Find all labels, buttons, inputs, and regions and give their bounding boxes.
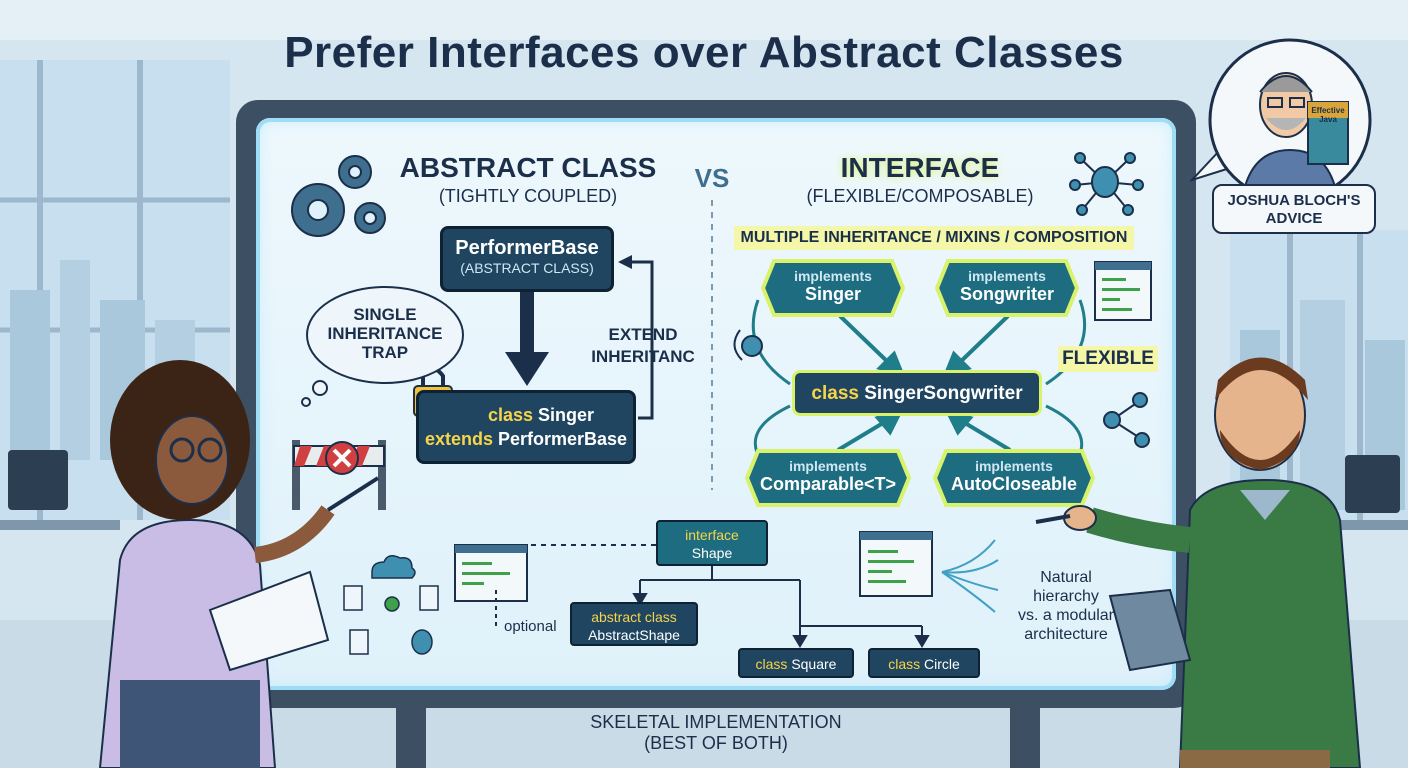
interface-singer: implements Singer [760, 258, 906, 318]
effective-java-book-icon [1307, 101, 1349, 165]
interface-songwriter: implements Songwriter [934, 258, 1080, 318]
optional-label: optional [504, 618, 557, 635]
cloud-line: TRAP [361, 343, 409, 362]
book-title-line: Effective [1311, 106, 1345, 115]
class-keyword: class [888, 656, 921, 672]
bloch-portrait-bubble [1190, 38, 1372, 202]
page-title: Prefer Interfaces over Abstract Classes [284, 28, 1124, 77]
interface-shape-box: interface Shape [656, 520, 768, 566]
cloud-line: SINGLE [353, 305, 417, 324]
interface-name: Comparable<T> [759, 474, 897, 494]
gears-icon [291, 155, 386, 237]
cycle-icon [733, 329, 763, 361]
book-title-line: Java [1319, 115, 1337, 124]
database-network-icon [1069, 152, 1144, 216]
abstract-shape-box: abstract class AbstractShape [570, 602, 698, 646]
extends-target: PerformerBase [497, 429, 628, 449]
note-line: vs. a modular [1017, 607, 1115, 624]
vs-label: VS [694, 163, 730, 193]
caption-line: SKELETAL IMPLEMENTATION [590, 712, 842, 732]
multiple-inheritance-banner: MULTIPLE INHERITANCE / MIXINS / COMPOSIT… [734, 226, 1134, 250]
circle-name: Circle [924, 656, 960, 672]
abstract-class-heading: ABSTRACT CLASS [399, 152, 657, 183]
class-keyword: class [811, 383, 859, 404]
implements-keyword: implements [975, 458, 1053, 474]
flare-icon [941, 539, 999, 613]
abstract-shape-name: AbstractShape [588, 627, 680, 643]
caption-line: (BEST OF BOTH) [644, 733, 788, 753]
performer-base-name: PerformerBase [455, 237, 599, 259]
interface-keyword: interface [685, 527, 739, 543]
performer-base-box: PerformerBase (ABSTRACT CLASS) [440, 226, 614, 292]
circle-class-box: class Circle [868, 648, 980, 678]
thought-cloud [301, 286, 464, 407]
singer-songwriter-name: SingerSongwriter [864, 383, 1023, 404]
interface-autocloseable: implements AutoCloseable [932, 448, 1096, 508]
interface-name: Singer [804, 284, 861, 304]
singer-songwriter-box: class SingerSongwriter [792, 370, 1042, 416]
presenter-man [1035, 357, 1362, 768]
interface-heading: INTERFACE [840, 152, 1000, 183]
barrier-icon [292, 440, 386, 510]
code-window-icon [1094, 261, 1152, 321]
interface-name: AutoCloseable [950, 474, 1078, 494]
extend-inheritance-label: EXTEND INHERITANC [588, 324, 698, 368]
architecture-note: Natural hierarchy vs. a modular architec… [996, 568, 1136, 644]
code-window-icon [454, 544, 528, 602]
square-name: Square [791, 656, 837, 672]
singer-name: Singer [538, 405, 595, 425]
shape-name: Shape [691, 545, 733, 561]
class-keyword: class [487, 405, 533, 425]
cloud-line: INHERITANCE [327, 324, 443, 343]
implements-keyword: implements [968, 268, 1046, 284]
interface-subheading: (FLEXIBLE/COMPOSABLE) [806, 186, 1034, 206]
implements-keyword: implements [794, 268, 872, 284]
flexible-label: FLEXIBLE [1058, 346, 1158, 372]
extends-keyword: extends [424, 429, 493, 449]
data-flow-icon [343, 555, 439, 655]
advice-line: ADVICE [1265, 210, 1323, 227]
inheritance-label: INHERITANC [591, 347, 695, 366]
book-title: Effective Java [1311, 106, 1345, 124]
bloch-advice-label: JOSHUA BLOCH'S ADVICE [1212, 184, 1376, 234]
class-keyword: class [755, 656, 788, 672]
note-line: Natural [1040, 569, 1092, 586]
single-inheritance-trap-text: SINGLE INHERITANCE TRAP [310, 305, 460, 362]
performer-base-note: (ABSTRACT CLASS) [460, 260, 594, 276]
implements-keyword: implements [789, 458, 867, 474]
advice-line: JOSHUA BLOCH'S [1227, 192, 1361, 209]
square-class-box: class Square [738, 648, 854, 678]
note-line: hierarchy [1033, 588, 1099, 605]
singer-class-box: class Singer extends PerformerBase [416, 390, 636, 464]
presenter-woman [98, 360, 380, 768]
code-window-icon [859, 531, 933, 597]
abstract-class-keyword: abstract class [591, 609, 677, 625]
skeletal-caption: SKELETAL IMPLEMENTATION (BEST OF BOTH) [556, 712, 876, 754]
interface-comparable: implements Comparable<T> [744, 448, 912, 508]
interface-name: Songwriter [959, 284, 1054, 304]
abstract-class-subheading: (TIGHTLY COUPLED) [438, 186, 618, 206]
share-icon [1103, 392, 1150, 448]
note-line: architecture [1024, 626, 1108, 643]
extend-label: EXTEND [608, 325, 678, 344]
